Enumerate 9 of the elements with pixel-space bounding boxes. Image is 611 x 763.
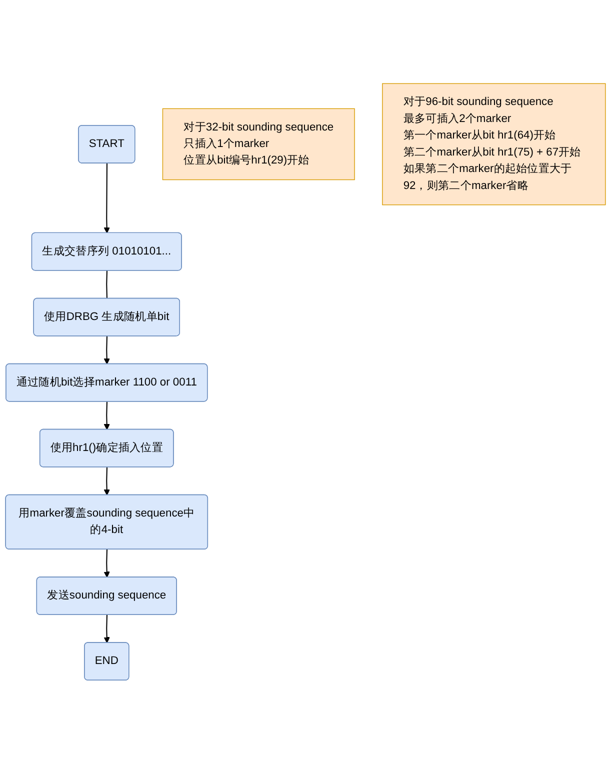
arrow xyxy=(104,401,110,430)
arrow xyxy=(104,466,110,496)
arrow xyxy=(104,614,110,643)
connector xyxy=(106,270,108,298)
node-box: 对于32-bit sounding sequence 只插入1个marker 位置从bit编号hr1(29)开始 xyxy=(162,108,355,180)
arrow xyxy=(104,549,110,578)
arrow xyxy=(104,336,110,364)
node-box: 对于96-bit sounding sequence 最多可插入2个marker 第一个marker从bit hr1(64)开始 第二个marker从bit hr1(75) + 67开始 如果第二个marker的起始位置大于92，则第二个marker省略 xyxy=(382,82,606,205)
arrow xyxy=(104,163,110,233)
